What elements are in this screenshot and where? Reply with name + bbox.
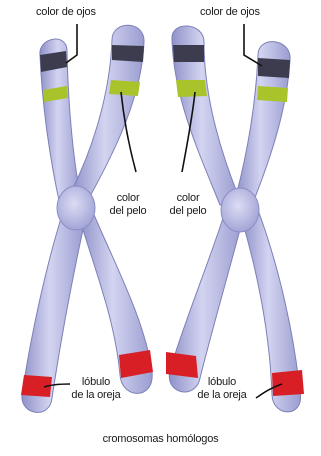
eye-color-band-right-2 [258,58,290,78]
hair-color-band-right-2 [257,86,288,102]
chromosome-left [21,25,153,412]
label-earlobe-right: lóbulo de la oreja [184,376,260,402]
label-hair-color-left: color del pelo [100,192,156,218]
eye-color-band-left-2 [112,45,144,62]
label-hair-color-right: color del pelo [160,192,216,218]
earlobe-band-right-2 [272,370,304,396]
hair-color-band-left-2 [109,80,140,96]
caption: cromosomas homólogos [68,433,253,446]
eye-color-band-right-1 [173,45,204,62]
centromere-left [57,186,95,230]
centromere-right [221,188,259,232]
label-eye-color-left: color de ojos [36,6,96,19]
label-eye-color-right: color de ojos [200,6,260,19]
hair-color-band-right-1 [176,80,207,97]
label-earlobe-left: lóbulo de la oreja [58,376,134,402]
earlobe-band-right-1 [166,352,198,378]
chromosome-right [166,26,304,412]
